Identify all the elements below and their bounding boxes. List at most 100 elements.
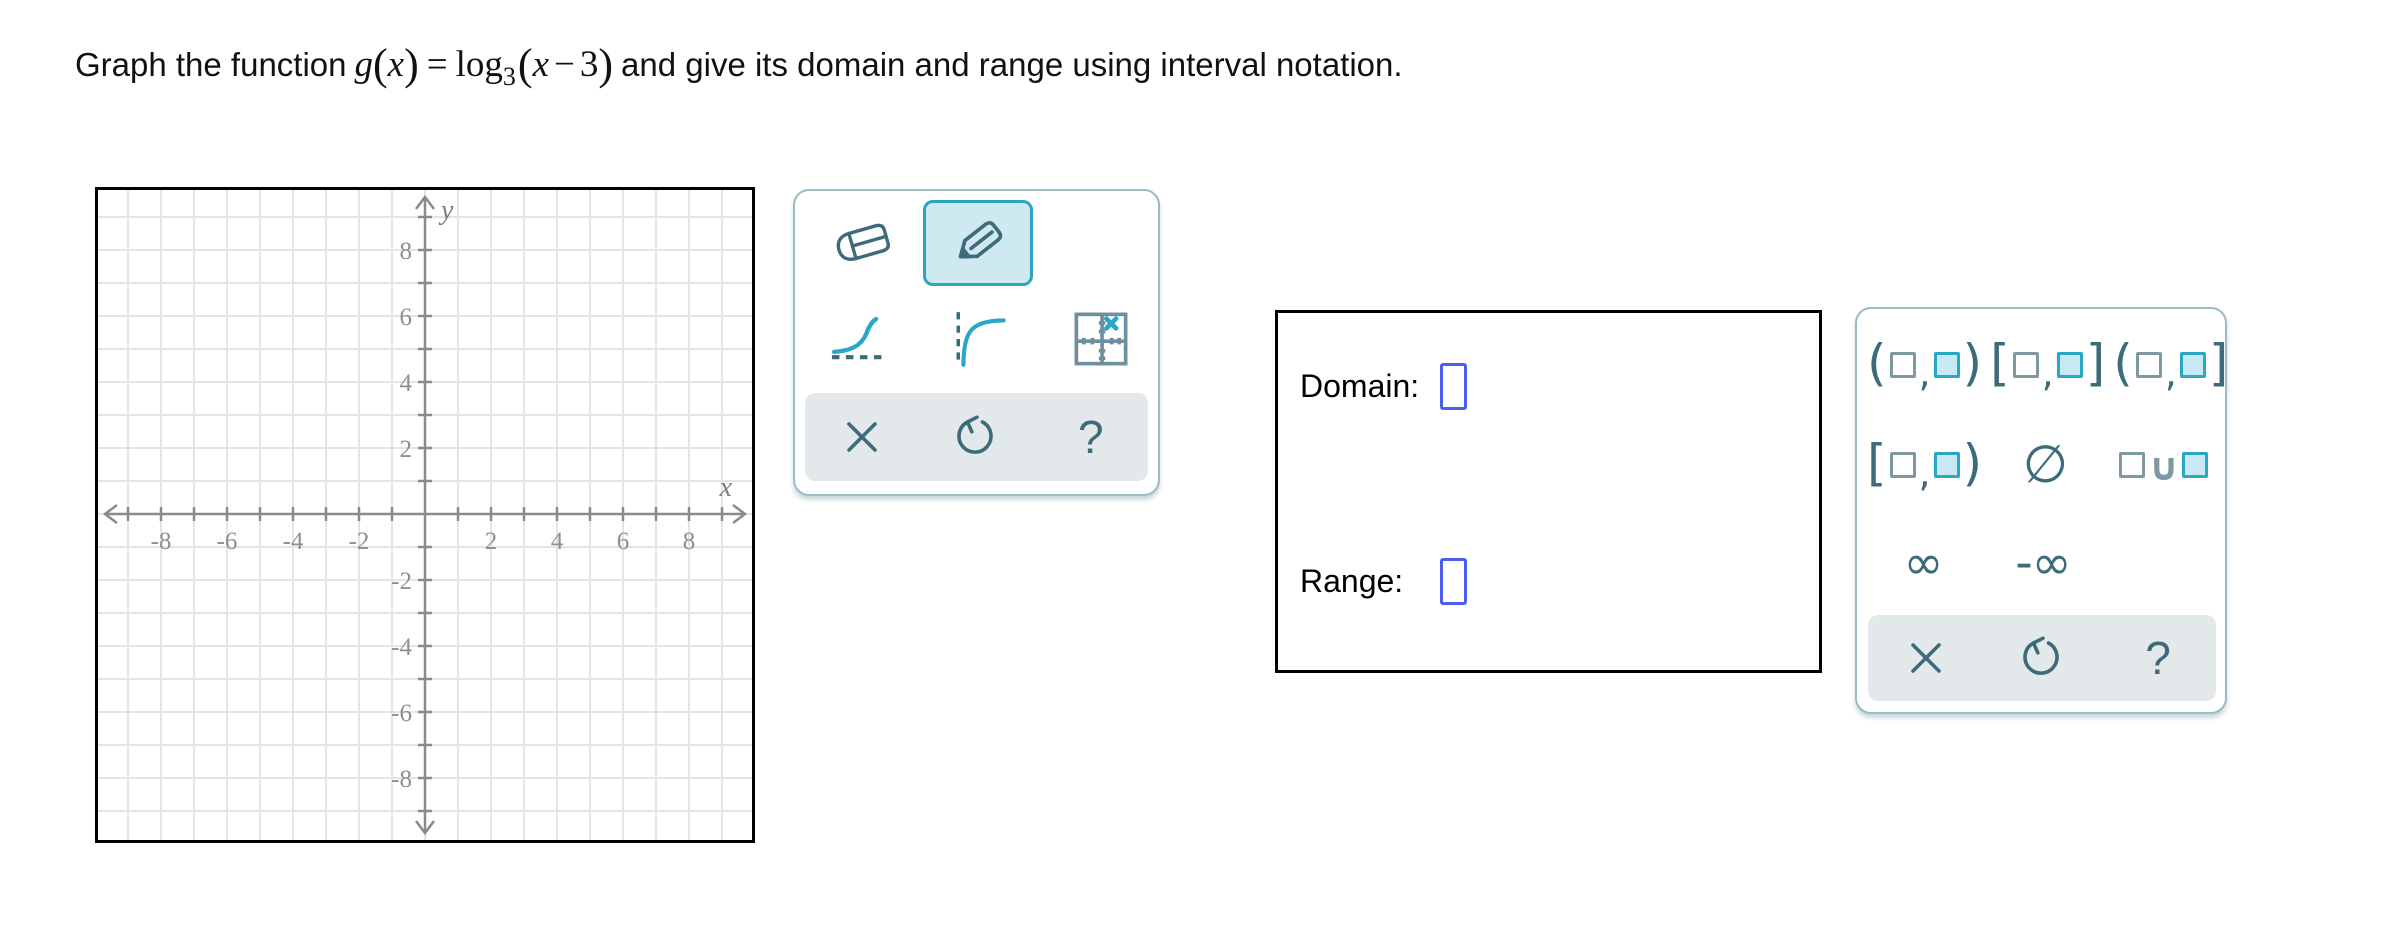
open-bracket: ( bbox=[2113, 334, 2133, 392]
keypad-clear-button[interactable] bbox=[1878, 622, 1974, 694]
domain-row: Domain: bbox=[1300, 358, 1467, 414]
axis bbox=[415, 820, 435, 836]
question-prefix: Graph the function bbox=[75, 46, 347, 83]
y-axis-label: y bbox=[438, 195, 454, 226]
math-token: g bbox=[354, 44, 374, 85]
negative-infinity-button[interactable]: -∞ bbox=[2011, 537, 2074, 589]
keypad-cell bbox=[2103, 521, 2223, 605]
math-token: ) bbox=[404, 40, 419, 89]
ticklabel: 2 bbox=[485, 528, 498, 555]
union-button[interactable]: ∪ bbox=[2115, 444, 2212, 486]
axis bbox=[415, 194, 435, 210]
math-token: x bbox=[532, 44, 550, 85]
interval-open-closed-button[interactable]: (,] bbox=[2109, 338, 2232, 392]
ticklabel: 6 bbox=[400, 304, 413, 331]
keypad-cell: (,) bbox=[1863, 323, 1986, 407]
math-token: = bbox=[426, 44, 448, 85]
math-token: ) bbox=[598, 40, 614, 89]
axis bbox=[732, 504, 748, 524]
tools-help-button[interactable]: ? bbox=[1043, 401, 1139, 473]
interval-closed-closed-button[interactable]: [,] bbox=[1986, 338, 2109, 392]
placeholder-box bbox=[2012, 352, 2039, 378]
exponential-curve-tool-button[interactable] bbox=[811, 301, 911, 379]
ticklabel: 4 bbox=[400, 370, 413, 397]
math-token: ( bbox=[517, 40, 533, 89]
keypad-action-bar: ? bbox=[1868, 615, 2216, 701]
keypad-help-button[interactable]: ? bbox=[2110, 622, 2206, 694]
x-axis-label: x bbox=[719, 472, 733, 503]
range-row: Range: bbox=[1300, 553, 1467, 609]
keypad-row: (,)[,](,] bbox=[1863, 323, 2228, 407]
close-icon bbox=[847, 422, 877, 452]
keypad-cell: -∞ bbox=[1983, 521, 2103, 605]
infinity-button[interactable]: ∞ bbox=[1900, 537, 1947, 589]
range-answer-slot[interactable] bbox=[1440, 557, 1467, 605]
ticklabel: -6 bbox=[391, 700, 412, 727]
open-bracket: [ bbox=[1867, 434, 1887, 492]
open-bracket: [ bbox=[1990, 334, 2010, 392]
eraser-icon bbox=[836, 223, 891, 262]
placeholder-box-highlighted bbox=[1933, 352, 1960, 378]
question-suffix: and give its domain and range using inte… bbox=[621, 46, 1403, 83]
placeholder-box bbox=[2119, 452, 2146, 478]
comma: , bbox=[2041, 351, 2054, 395]
math-token: log bbox=[455, 44, 503, 85]
math-token: 3 bbox=[502, 62, 516, 91]
grid-with-x-icon bbox=[1074, 312, 1128, 366]
pencil-icon bbox=[958, 220, 1003, 259]
placeholder-box-highlighted bbox=[1933, 452, 1960, 478]
keypad-cell: ∪ bbox=[2105, 423, 2223, 507]
close-bracket: ) bbox=[1962, 434, 1983, 492]
infinity-symbol: ∞ bbox=[1903, 535, 1944, 591]
placeholder-box bbox=[1889, 452, 1916, 478]
axis bbox=[102, 504, 118, 524]
pencil-tool-button[interactable] bbox=[923, 200, 1033, 286]
empty-set-button[interactable]: ∅ bbox=[2019, 437, 2072, 493]
answer-box: Domain: Range: bbox=[1275, 310, 1822, 673]
logarithmic-curve-icon bbox=[956, 312, 1006, 367]
eraser-tool-button[interactable] bbox=[809, 200, 917, 286]
union-symbol: ∪ bbox=[2148, 445, 2180, 489]
domain-label: Domain: bbox=[1300, 367, 1420, 404]
keypad-cell: ∅ bbox=[1986, 423, 2104, 507]
exponential-curve-icon bbox=[831, 316, 888, 360]
ticklabel: -2 bbox=[391, 568, 412, 595]
close-bracket: ) bbox=[1962, 334, 1983, 392]
tools-clear-button[interactable] bbox=[814, 401, 910, 473]
interval-closed-open-button[interactable]: [,) bbox=[1863, 438, 1986, 492]
close-bracket: ] bbox=[2085, 334, 2106, 392]
keypad-undo-button[interactable] bbox=[1994, 622, 2090, 694]
ticklabel: 8 bbox=[683, 528, 696, 555]
clear-graph-tool-button[interactable] bbox=[1049, 297, 1153, 381]
graph-tool-palette: ? bbox=[793, 189, 1160, 496]
interval-open-open-button[interactable]: (,) bbox=[1863, 338, 1986, 392]
keypad-cell: (,] bbox=[2109, 323, 2232, 407]
ticklabel: 6 bbox=[617, 528, 630, 555]
keypad-cell: [,) bbox=[1863, 423, 1986, 507]
range-label: Range: bbox=[1300, 562, 1404, 599]
close-bracket: ] bbox=[2208, 334, 2229, 392]
ticklabel: -4 bbox=[283, 528, 304, 555]
undo-icon bbox=[2023, 636, 2059, 675]
placeholder-box-highlighted bbox=[2182, 452, 2209, 478]
placeholder-box-highlighted bbox=[2056, 352, 2083, 378]
keypad-row: [,) ∅ ∪ bbox=[1863, 423, 2223, 507]
placeholder-box bbox=[2135, 352, 2162, 378]
tools-action-bar: ? bbox=[805, 393, 1148, 481]
ticklabel: -8 bbox=[391, 766, 412, 793]
ticklabel: -2 bbox=[349, 528, 370, 555]
close-icon bbox=[1911, 643, 1941, 673]
math-token: x bbox=[387, 44, 405, 85]
open-bracket: ( bbox=[1867, 334, 1887, 392]
tools-undo-button[interactable] bbox=[928, 401, 1024, 473]
ticklabel: -4 bbox=[391, 634, 412, 661]
domain-answer-slot[interactable] bbox=[1440, 362, 1467, 410]
comma: , bbox=[1918, 351, 1931, 395]
interval-notation-keypad: (,)[,](,] [,)∅∪ ∞-∞ ? bbox=[1855, 307, 2228, 714]
keypad-cell: [,] bbox=[1986, 323, 2109, 407]
logarithmic-curve-tool-button[interactable] bbox=[931, 297, 1031, 381]
